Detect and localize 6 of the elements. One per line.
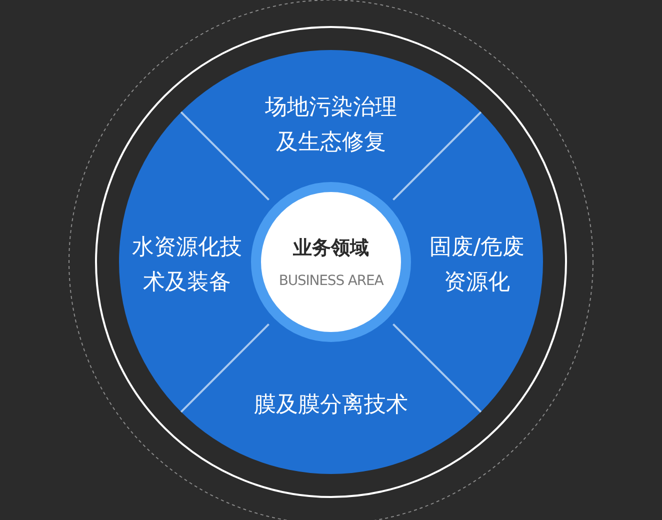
sector-label: 场地污染治理及生态修复 [262, 90, 400, 160]
sector-label: 膜及膜分离技术 [243, 388, 419, 422]
center-title: 业务领域 [293, 236, 369, 261]
sector-label: 水资源化技术及装备 [128, 230, 246, 300]
sector-label: 固废/危废资源化 [425, 230, 529, 300]
center-subtitle: BUSINESS AREA [278, 273, 384, 289]
